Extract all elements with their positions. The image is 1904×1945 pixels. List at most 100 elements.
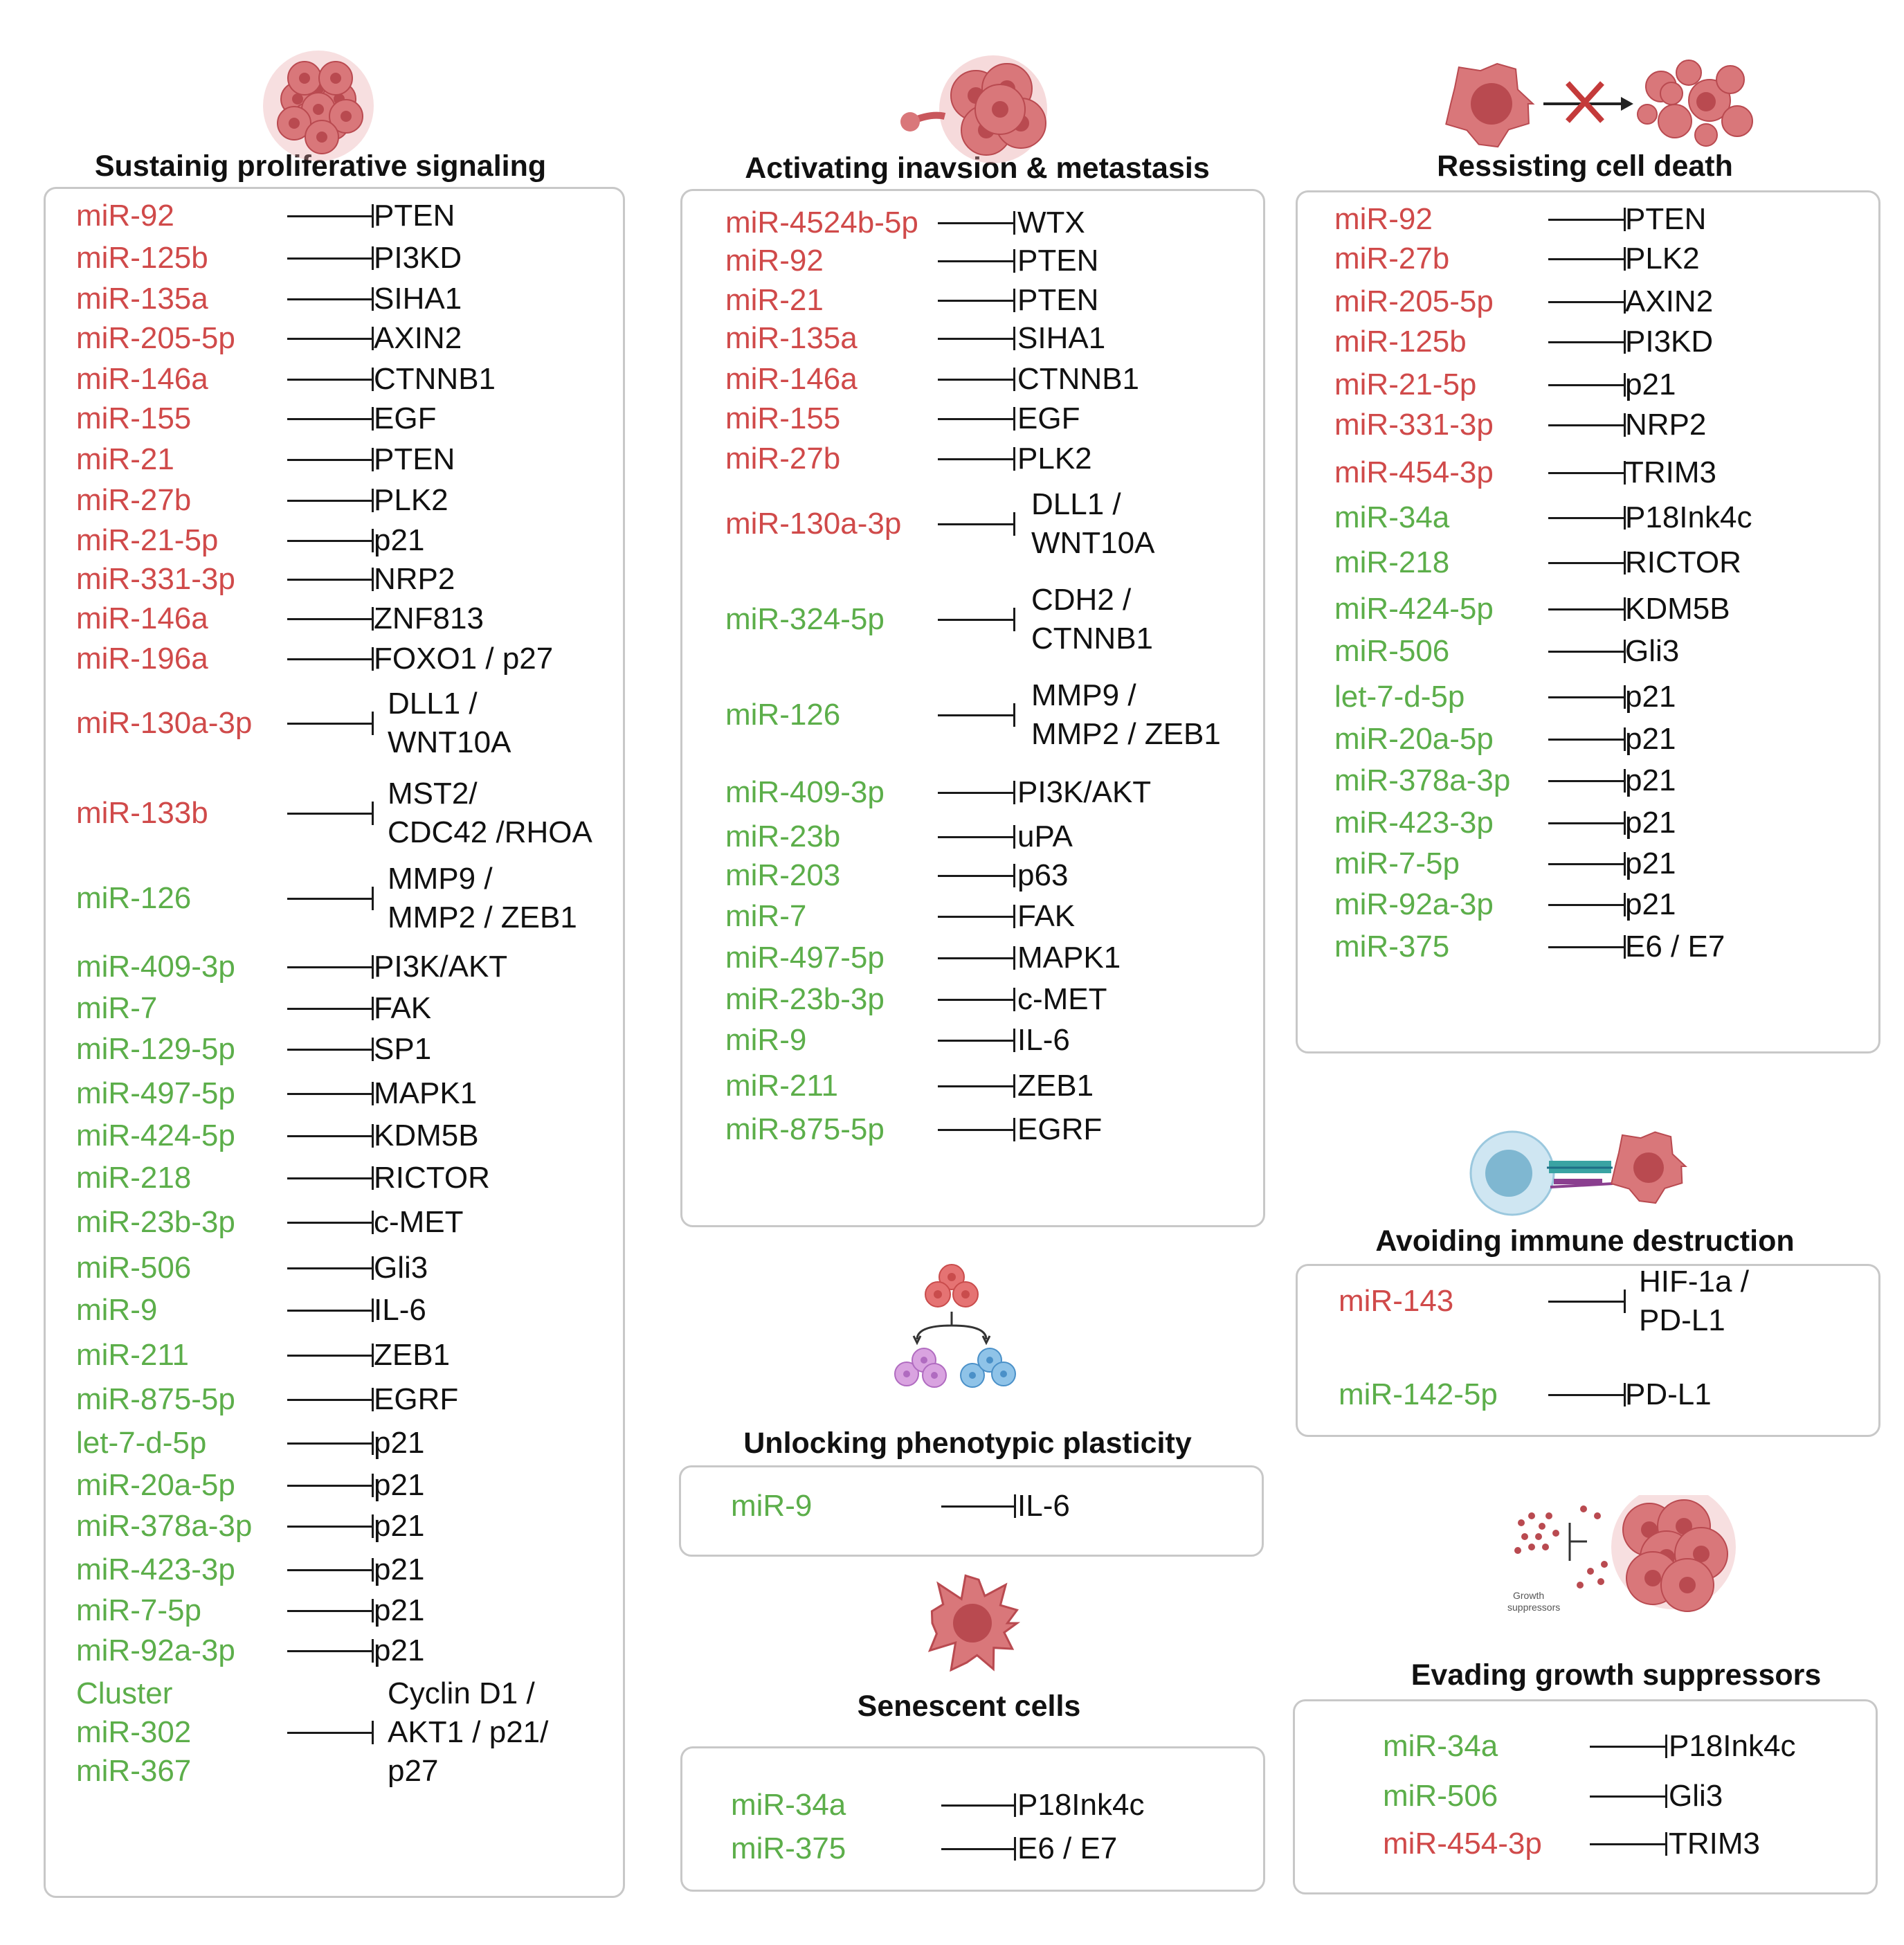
target-gene-label: E6 / E7: [1017, 1831, 1118, 1865]
inhibition-bar: [1013, 1118, 1015, 1141]
mirna-label: miR-211: [725, 1069, 839, 1103]
inhibition-line: [287, 1222, 374, 1224]
target-gene-label: PLK2: [1625, 242, 1700, 275]
inhibition-line: [1548, 258, 1626, 260]
target-gene-label: p21: [1625, 763, 1676, 797]
inhibition-line: [287, 1310, 374, 1312]
inhibition-line: [287, 1355, 374, 1357]
target-gene-label: MST2/: [388, 777, 478, 811]
inhibition-line: [287, 1732, 374, 1734]
target-gene-label: MMP9 /: [388, 862, 493, 896]
suppressors-title: Evading growth suppressors: [1411, 1658, 1822, 1692]
mirna-label: miR-378a-3p: [76, 1509, 253, 1543]
inhibition-line: [938, 418, 1015, 420]
inhibition-line: [287, 1610, 374, 1612]
inhibition-line: [287, 540, 374, 542]
mirna-label: miR-146a: [76, 362, 208, 396]
inhibition-bar: [372, 1299, 374, 1322]
target-gene-label: ZEB1: [1017, 1069, 1094, 1103]
mirna-label: miR-375: [1334, 930, 1450, 964]
target-gene-label: Cyclin D1 /: [388, 1676, 535, 1710]
target-gene-label: NRP2: [374, 562, 455, 596]
target-gene-label: SIHA1: [1017, 321, 1106, 355]
target-gene-label: EGF: [1017, 401, 1080, 435]
target-gene-label: E6 / E7: [1625, 930, 1725, 964]
mirna-label: miR-129-5p: [76, 1032, 235, 1066]
immune-title: Avoiding immune destruction: [1375, 1224, 1795, 1258]
target-gene-label: Gli3: [1625, 634, 1680, 668]
svg-text:Growth: Growth: [1513, 1590, 1544, 1601]
target-gene-label: p21: [1625, 847, 1676, 880]
target-gene-label: DLL1 /: [388, 687, 478, 721]
inhibition-bar: [1014, 1793, 1016, 1817]
mirna-label: miR-143: [1339, 1284, 1454, 1318]
target-gene-label: PI3K/AKT: [1017, 775, 1152, 809]
inhibition-bar: [1013, 1074, 1015, 1098]
target-gene-label: p21: [374, 523, 425, 557]
target-gene-label: IL-6: [374, 1293, 426, 1327]
inhibition-line: [1548, 384, 1626, 386]
inhibition-bar: [372, 529, 374, 552]
inhibition-bar: [372, 489, 374, 512]
inhibition-line: [287, 813, 374, 815]
inhibition-line: [1548, 739, 1626, 741]
inhibition-bar: [1624, 769, 1626, 793]
target-gene-label: PTEN: [1017, 283, 1099, 317]
inhibition-bar: [372, 1639, 374, 1663]
mirna-label: miR-92: [76, 199, 174, 233]
mirna-label: miR-21: [725, 283, 824, 317]
target-gene-label: p21: [374, 1634, 425, 1667]
target-gene-label: p21: [1625, 680, 1676, 714]
mirna-label: miR-196a: [76, 642, 208, 676]
inhibition-line: [1548, 651, 1626, 653]
invasion-panel: [680, 189, 1265, 1227]
mirna-label: miR-34a: [731, 1788, 846, 1822]
inhibition-line: [1590, 1795, 1667, 1798]
svg-text:suppressors: suppressors: [1507, 1602, 1560, 1613]
inhibition-line: [938, 222, 1015, 224]
target-gene-label: Gli3: [1669, 1779, 1723, 1813]
target-gene-label: AKT1 / p21/: [388, 1715, 549, 1749]
inhibition-line: [938, 379, 1015, 381]
inhibition-line: [287, 459, 374, 461]
inhibition-bar: [372, 1721, 374, 1744]
inhibition-line: [938, 714, 1015, 716]
mirna-label: miR-331-3p: [1334, 408, 1494, 442]
inhibition-line: [938, 338, 1015, 340]
mirna-label: miR-875-5p: [725, 1112, 885, 1146]
mirna-label: miR-21: [76, 442, 174, 476]
inhibition-line: [287, 658, 374, 660]
mirna-label: miR-875-5p: [76, 1382, 235, 1416]
inhibition-bar: [1013, 608, 1015, 631]
inhibition-bar: [1013, 781, 1015, 804]
inhibition-line: [938, 1085, 1015, 1087]
inhibition-line: [1590, 1843, 1667, 1845]
inhibition-line: [941, 1848, 1016, 1850]
mirna-label: miR-302: [76, 1715, 192, 1749]
mirna-label: miR-205-5p: [1334, 284, 1494, 318]
inhibition-line: [938, 523, 1015, 525]
target-gene-label: EGRF: [1017, 1112, 1103, 1146]
inhibition-bar: [1013, 905, 1015, 928]
mirna-label: miR-146a: [725, 362, 858, 396]
target-gene-label: PI3KD: [374, 241, 462, 275]
inhibition-bar: [1624, 852, 1626, 876]
inhibition-line: [287, 898, 374, 900]
inhibition-line: [287, 1267, 374, 1269]
target-gene-label: PTEN: [1625, 202, 1707, 236]
death-title: Ressisting cell death: [1437, 150, 1733, 183]
mirna-label: miR-146a: [76, 601, 208, 635]
inhibition-line: [287, 500, 374, 502]
inhibition-line: [1548, 219, 1626, 221]
target-gene-label: NRP2: [1625, 408, 1707, 442]
inhibition-bar: [372, 246, 374, 270]
inhibition-bar: [1013, 1029, 1015, 1052]
target-gene-label: KDM5B: [1625, 592, 1730, 626]
target-gene-label: SP1: [374, 1032, 432, 1066]
mirna-label: miR-203: [725, 858, 841, 892]
inhibition-bar: [372, 287, 374, 311]
mirna-label: miR-409-3p: [76, 950, 235, 984]
mirna-label: miR-125b: [1334, 325, 1467, 359]
blocked-apoptosis-icon: [1445, 60, 1753, 148]
